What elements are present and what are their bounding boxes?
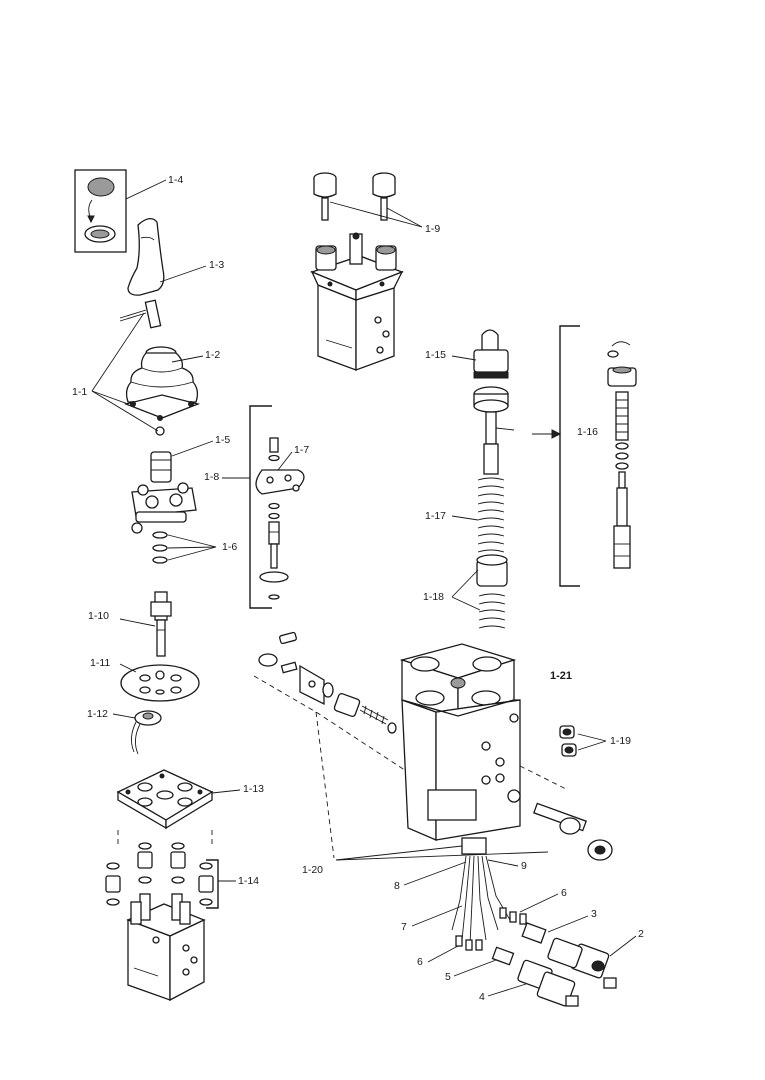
boot-inset <box>74 169 127 253</box>
wiring-harness <box>451 855 617 1007</box>
plate-stack <box>255 437 305 600</box>
callout-1-13: 1-13 <box>243 783 265 795</box>
sensor <box>131 710 162 755</box>
callout-9: 9 <box>521 860 527 872</box>
callout-7: 7 <box>401 921 407 933</box>
callout-1-2: 1-2 <box>205 349 221 361</box>
upper-valve-housing <box>310 232 404 371</box>
bracket-1-14 <box>206 859 219 909</box>
callout-1-20: 1-20 <box>302 864 324 876</box>
callout-1-10: 1-10 <box>88 610 110 622</box>
side-valve <box>533 802 613 861</box>
callout-1-7: 1-7 <box>294 444 310 456</box>
callout-1-14: 1-14 <box>238 875 260 887</box>
callout-3: 3 <box>591 908 597 920</box>
side-port-parts <box>253 631 421 859</box>
plugs <box>559 725 577 757</box>
callout-1-15: 1-15 <box>425 349 447 361</box>
cartridge-stack <box>473 329 509 629</box>
lower-valve-block <box>126 893 206 1002</box>
rubber-boot <box>123 346 201 436</box>
bracket-1-16 <box>559 325 580 587</box>
callout-1-16: 1-16 <box>577 426 599 438</box>
callout-6-lower: 6 <box>417 956 423 968</box>
callout-1-11: 1-11 <box>90 657 111 669</box>
leader-lines <box>91 179 637 997</box>
callout-1-21: 1-21 <box>550 670 573 682</box>
callout-1-9: 1-9 <box>425 223 441 235</box>
callout-2: 2 <box>638 928 644 940</box>
retainer-disc <box>120 664 200 702</box>
callout-1-12: 1-12 <box>87 708 109 720</box>
seal-stack <box>105 842 214 906</box>
callout-1-1: 1-1 <box>72 386 88 398</box>
callout-4: 4 <box>479 991 485 1003</box>
callout-5: 5 <box>445 971 451 983</box>
callout-1-18: 1-18 <box>423 591 445 603</box>
callout-1-4: 1-4 <box>168 174 184 186</box>
bracket-1-8 <box>249 405 272 609</box>
callout-8: 8 <box>394 880 400 892</box>
spool-caps <box>313 172 396 221</box>
joystick-handle <box>119 218 165 329</box>
plunger <box>150 591 172 657</box>
callout-1-8: 1-8 <box>204 471 220 483</box>
callout-1-3: 1-3 <box>209 259 225 271</box>
callout-6-upper: 6 <box>561 887 567 899</box>
main-housing <box>399 643 569 855</box>
callout-1-6: 1-6 <box>222 541 238 553</box>
flange-plate <box>116 769 214 848</box>
spool-detail <box>607 341 637 569</box>
callout-1-5: 1-5 <box>215 434 231 446</box>
callout-1-17: 1-17 <box>425 510 447 522</box>
gimbal-assembly <box>131 451 197 564</box>
callout-1-19: 1-19 <box>610 735 632 747</box>
